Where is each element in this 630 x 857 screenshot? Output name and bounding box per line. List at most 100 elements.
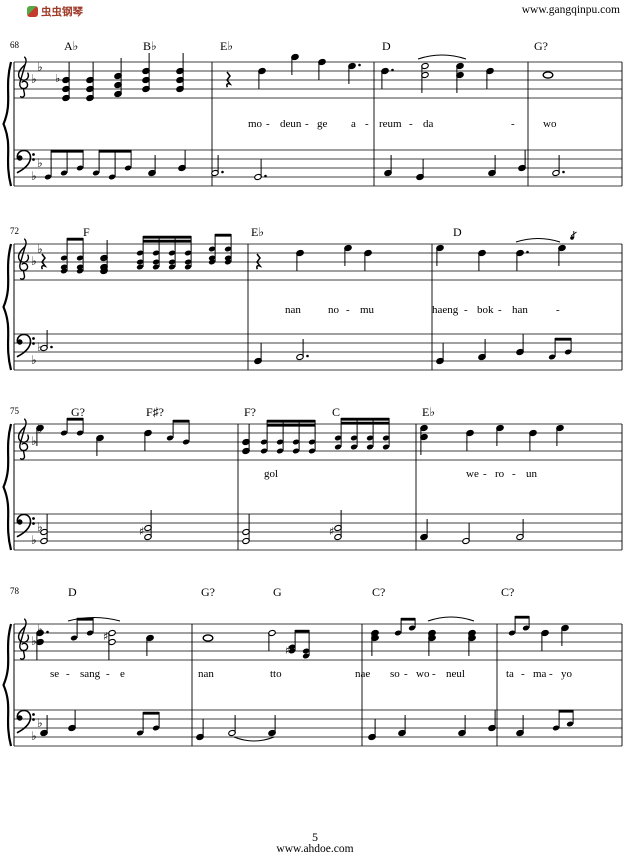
note bbox=[242, 424, 250, 455]
flat-sign: ♭ bbox=[37, 520, 43, 534]
bass-staff-lines bbox=[14, 513, 622, 551]
note bbox=[211, 155, 224, 177]
note bbox=[398, 715, 406, 737]
note bbox=[420, 519, 428, 541]
note bbox=[468, 629, 476, 656]
lyric-syllable: bok bbox=[477, 304, 494, 316]
beamed-note-group bbox=[70, 617, 94, 641]
header-site-url: www.gangqinpu.com bbox=[521, 4, 620, 16]
note bbox=[344, 244, 352, 266]
lyric-syllable: ta bbox=[506, 668, 514, 680]
beamed-note-group bbox=[260, 419, 316, 454]
note bbox=[100, 240, 108, 275]
quarter-rest bbox=[226, 71, 233, 88]
beamed-note-group bbox=[548, 337, 572, 360]
measure-number: 68 bbox=[10, 40, 19, 50]
lyric-syllable: e bbox=[120, 668, 125, 680]
grace-note bbox=[570, 231, 577, 240]
grand-staff-notation: ♭♭♭♭♯♯ bbox=[2, 417, 623, 551]
lyric-syllable: - bbox=[498, 304, 502, 316]
note bbox=[368, 719, 376, 741]
lyric-syllable: se bbox=[50, 668, 60, 680]
note bbox=[436, 343, 444, 365]
note bbox=[142, 53, 150, 93]
beamed-note-group bbox=[92, 149, 132, 180]
note bbox=[348, 62, 361, 84]
lyric-syllable: - bbox=[365, 118, 369, 130]
note bbox=[466, 429, 474, 451]
note bbox=[416, 159, 424, 181]
beamed-note-group bbox=[394, 617, 416, 636]
note bbox=[384, 155, 392, 177]
note bbox=[558, 244, 566, 266]
beamed-note-group bbox=[208, 233, 232, 265]
note bbox=[364, 249, 372, 271]
lyric-syllable: a bbox=[351, 118, 356, 130]
note bbox=[518, 150, 526, 172]
chord-symbol: D bbox=[453, 225, 462, 239]
lyric-syllable: nan bbox=[285, 304, 301, 316]
note bbox=[488, 710, 496, 732]
chord-symbol: C? bbox=[501, 585, 515, 599]
accidental: ♯ bbox=[103, 630, 108, 643]
lyric-syllable: - bbox=[464, 304, 468, 316]
beamed-note-group bbox=[136, 711, 160, 736]
lyric-syllable: - bbox=[106, 668, 110, 680]
note bbox=[196, 719, 204, 741]
lyric-syllable: tto bbox=[270, 668, 282, 680]
flat-sign: ♭ bbox=[31, 729, 37, 743]
flat-sign: ♭ bbox=[31, 72, 37, 86]
grand-staff-notation: ♭♭♭♭♯♯ bbox=[2, 615, 623, 747]
beamed-note-group bbox=[334, 417, 390, 450]
slur bbox=[233, 736, 275, 742]
note bbox=[62, 62, 70, 102]
brace bbox=[2, 243, 13, 371]
lyric-syllable: han bbox=[512, 304, 528, 316]
chord-symbol: F? bbox=[244, 405, 256, 419]
note bbox=[296, 339, 309, 361]
note bbox=[242, 514, 250, 545]
treble-clef bbox=[17, 238, 30, 280]
flat-sign: ♭ bbox=[31, 254, 37, 268]
note bbox=[462, 523, 470, 545]
note bbox=[488, 155, 496, 177]
bass-clef bbox=[16, 709, 35, 734]
note bbox=[228, 715, 236, 737]
treble-staff-lines bbox=[14, 423, 622, 461]
note bbox=[268, 715, 276, 737]
lyric-syllable: - bbox=[549, 668, 553, 680]
note bbox=[561, 624, 569, 646]
chord-symbol: G? bbox=[534, 39, 548, 53]
lyric-syllable: neul bbox=[446, 668, 465, 680]
chord-symbol: A♭ bbox=[64, 39, 79, 53]
note bbox=[478, 339, 486, 361]
measure-number: 72 bbox=[10, 226, 19, 236]
note bbox=[318, 58, 326, 80]
slur bbox=[427, 616, 475, 622]
treble-clef bbox=[17, 618, 30, 660]
grand-staff-notation: ♭♭♭♭♭ bbox=[2, 53, 623, 187]
logo-text: 虫虫钢琴 bbox=[41, 6, 83, 18]
note bbox=[148, 155, 156, 177]
bass-staff-lines bbox=[14, 149, 622, 187]
measure-number: 75 bbox=[10, 406, 19, 416]
chord-symbol: C? bbox=[372, 585, 386, 599]
lyric-syllable: - bbox=[266, 118, 270, 130]
lyric-syllable: - bbox=[556, 304, 560, 316]
bass-clef bbox=[16, 149, 35, 174]
chord-symbol: B♭ bbox=[143, 39, 157, 53]
chord-symbol: G? bbox=[201, 585, 215, 599]
chord-symbol: F♯? bbox=[146, 405, 164, 419]
note bbox=[86, 62, 94, 102]
beamed-note-group bbox=[60, 417, 84, 436]
note bbox=[114, 58, 122, 98]
bug-logo-icon bbox=[27, 6, 38, 17]
note bbox=[516, 249, 529, 271]
bass-staff-lines bbox=[14, 709, 622, 747]
chord-symbol: D bbox=[382, 39, 391, 53]
flat-sign: ♭ bbox=[31, 634, 37, 648]
note bbox=[268, 629, 276, 651]
beamed-note-group bbox=[552, 709, 574, 731]
